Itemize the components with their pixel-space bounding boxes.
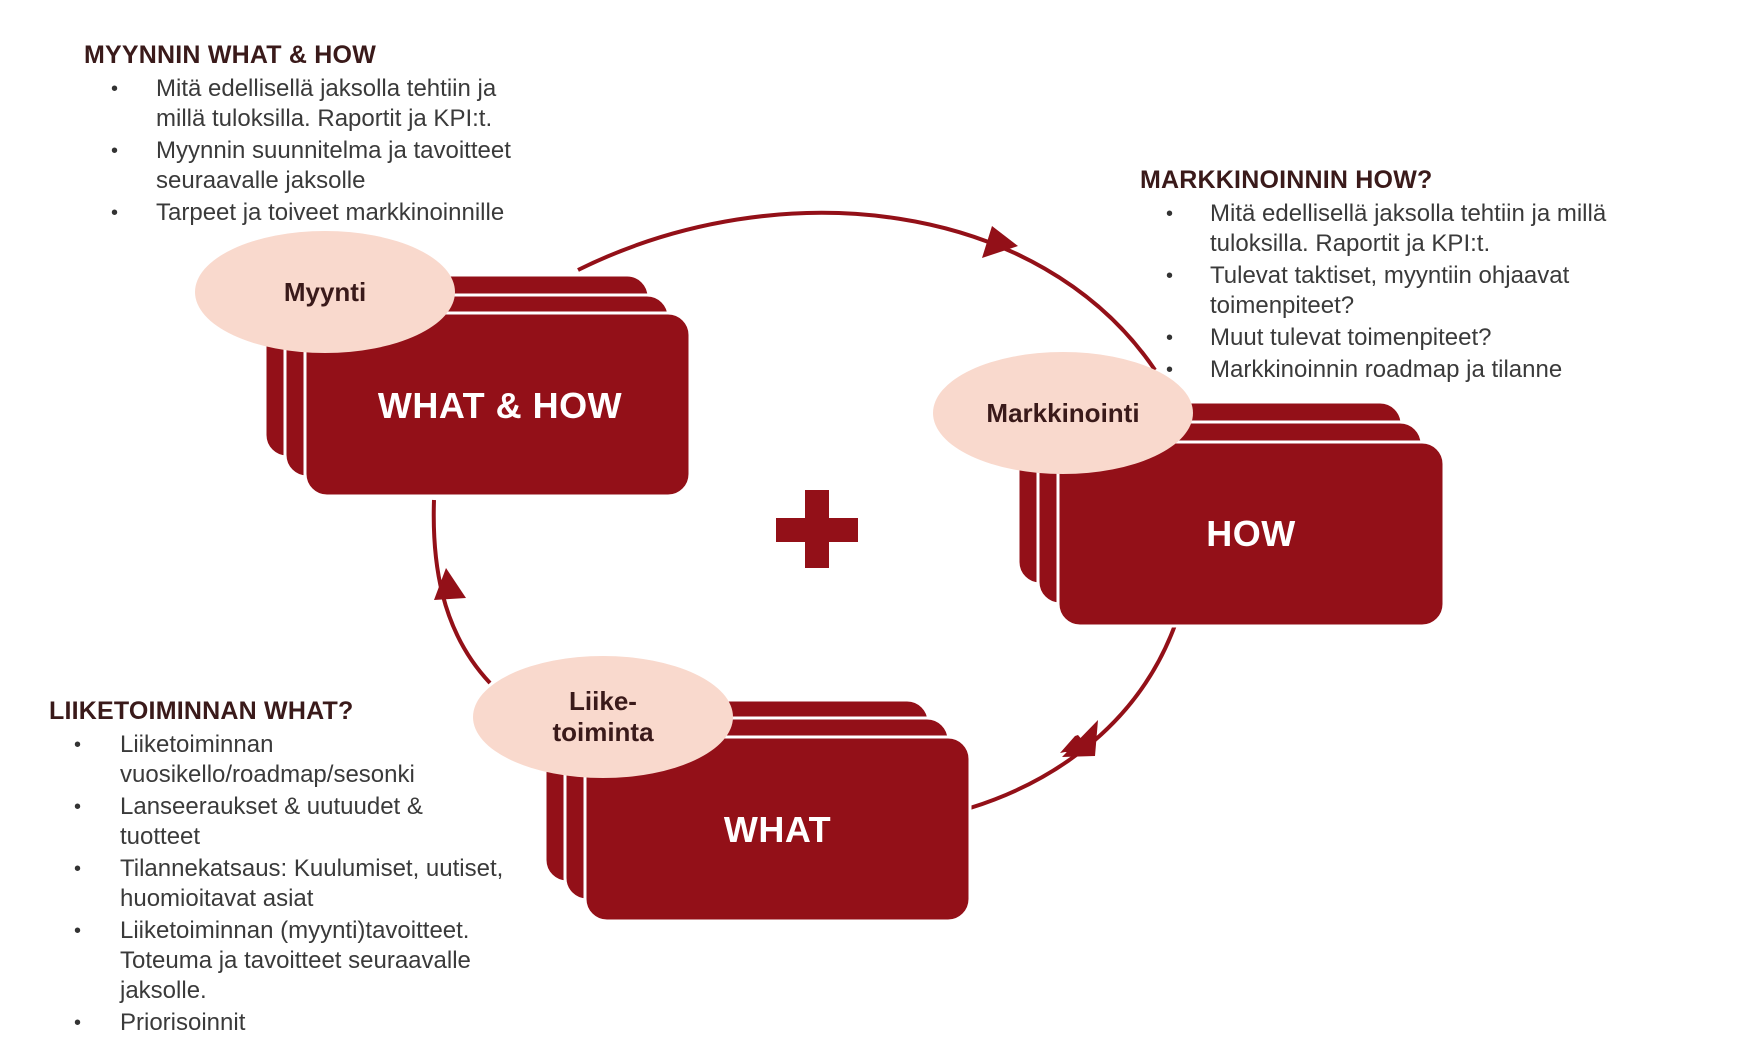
business-bullet-continuation: jaksolle. — [120, 977, 207, 1004]
sales-role-label: Myynti — [283, 277, 367, 307]
sales-bullet-list: • Mitä edellisellä jaksolla tehtiin ja m… — [84, 74, 604, 228]
bullet-icon: • — [74, 796, 82, 818]
marketing-card-label: HOW — [1206, 513, 1296, 554]
business-bullet-list: • Liiketoiminnan vuosikello/roadmap/seso… — [49, 730, 569, 1038]
marketing-bullet-list: • Mitä edellisellä jaksolla tehtiin ja m… — [1140, 199, 1700, 385]
bullet-icon: • — [1166, 203, 1174, 225]
business-block-title: LIIKETOIMINNAN WHAT? — [49, 697, 354, 725]
plus-icon — [776, 490, 858, 568]
sales-bullet-item: • Mitä edellisellä jaksolla tehtiin ja — [111, 75, 497, 102]
business-bullet-item: • Liiketoiminnan (myynti)tavoitteet. — [74, 917, 470, 944]
sales-role-ellipse — [195, 231, 455, 353]
cycle-arc-top — [577, 210, 1157, 372]
business-bullet-item: • Tilannekatsaus: Kuulumiset, uutiset, — [74, 855, 504, 882]
business-card-label: WHAT — [723, 809, 832, 850]
sales-bullet-continuation: millä tuloksilla. Raportit ja KPI:t. — [156, 105, 493, 132]
bullet-icon: • — [1166, 359, 1174, 381]
sales-bullet-item: • Tarpeet ja toiveet markkinoinnille — [111, 199, 505, 226]
business-bullet-item: • Lanseeraukset & uutuudet & — [74, 793, 423, 820]
marketing-bullet-item: • Markkinoinnin roadmap ja tilanne — [1166, 356, 1563, 383]
bullet-icon: • — [111, 78, 119, 100]
business-bullet-continuation: huomioitavat asiat — [120, 885, 314, 912]
marketing-bullet-continuation: tuloksilla. Raportit ja KPI:t. — [1210, 230, 1491, 257]
sales-bullet-item: • Myynnin suunnitelma ja tavoitteet — [111, 137, 511, 164]
business-bullet-continuation: vuosikello/roadmap/sesonki — [120, 761, 415, 788]
bullet-icon: • — [74, 1012, 82, 1034]
business-bullet-item: • Liiketoiminnan — [74, 731, 274, 758]
bullet-icon: • — [111, 140, 119, 162]
marketing-block-title: MARKKINOINNIN HOW? — [1140, 166, 1433, 194]
sales-block-title: MYYNNIN WHAT & HOW — [84, 41, 376, 69]
marketing-role-label: Markkinointi — [986, 398, 1140, 428]
arrowhead-left — [434, 568, 466, 600]
business-role-ellipse — [473, 656, 733, 778]
sales-bullet-continuation: seuraavalle jaksolle — [156, 167, 366, 194]
marketing-bullet-continuation: toimenpiteet? — [1210, 292, 1355, 319]
business-bullet-item: • Priorisoinnit — [74, 1009, 246, 1036]
marketing-role-ellipse — [933, 352, 1193, 474]
bullet-icon: • — [74, 858, 82, 880]
marketing-bullet-item: • Mitä edellisellä jaksolla tehtiin ja m… — [1166, 200, 1607, 227]
bullet-icon: • — [1166, 265, 1174, 287]
bullet-icon: • — [74, 920, 82, 942]
bullet-icon: • — [111, 202, 119, 224]
business-role-line2: toiminta — [552, 717, 654, 747]
marketing-text-block: MARKKINOINNIN HOW? • Mitä edellisellä ja… — [1140, 166, 1700, 385]
business-bullet-continuation: Toteuma ja tavoitteet seuraavalle — [120, 947, 471, 974]
sales-card-label: WHAT & HOW — [377, 385, 623, 426]
cycle-arc-right — [969, 624, 1177, 810]
bullet-icon: • — [1166, 327, 1174, 349]
business-bullet-continuation: tuotteet — [120, 823, 201, 850]
business-role-line1: Liike- — [569, 686, 637, 716]
business-text-block: LIIKETOIMINNAN WHAT? • Liiketoiminnan vu… — [49, 697, 569, 1038]
marketing-bullet-item: • Muut tulevat toimenpiteet? — [1166, 324, 1492, 351]
arrowhead-right-main — [1062, 720, 1098, 757]
business-role-label: Liike- toiminta — [503, 686, 703, 748]
sales-text-block: MYYNNIN WHAT & HOW • Mitä edellisellä ja… — [84, 41, 604, 228]
bullet-icon: • — [74, 734, 82, 756]
arrowhead-top — [982, 226, 1018, 258]
marketing-bullet-item: • Tulevat taktiset, myyntiin ohjaavat — [1166, 262, 1570, 289]
